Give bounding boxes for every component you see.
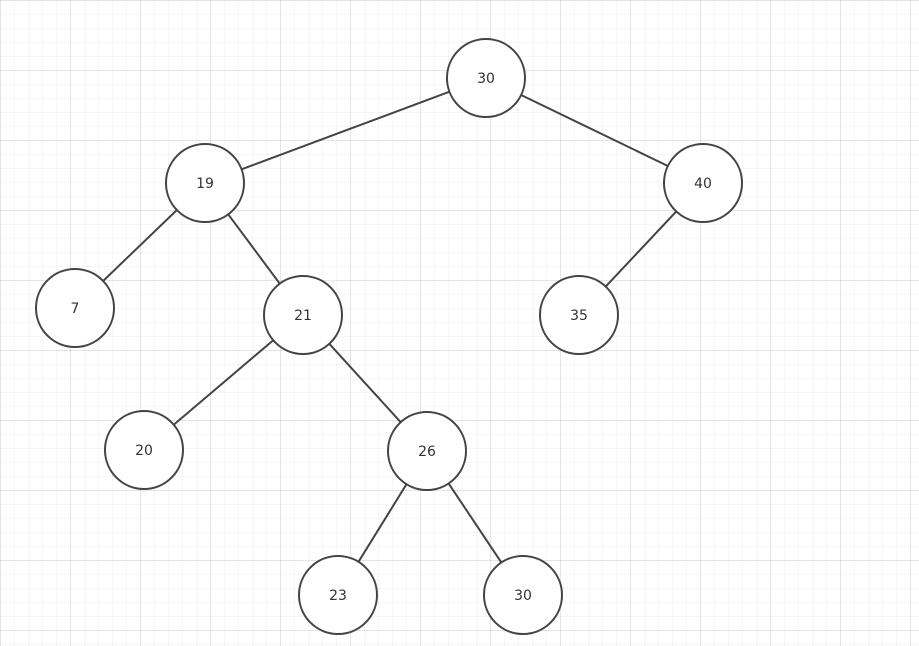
tree-node-label: 35 [570,308,588,324]
tree-node: 7 [35,268,115,348]
tree-node-label: 21 [294,308,312,324]
tree-nodes: 30 19 40 7 21 35 20 26 23 30 [35,38,743,635]
tree-node-label: 23 [329,588,347,604]
tree-edge [227,213,281,285]
tree-node: 20 [104,410,184,490]
tree-edge [357,483,408,563]
tree-node-label: 30 [514,588,532,604]
tree-node: 19 [165,143,245,223]
tree-edge [173,339,274,426]
tree-node-circle [298,555,378,635]
tree-node: 26 [387,411,467,491]
tree-node-label: 20 [135,443,153,459]
tree-edge [520,94,669,167]
tree-node: 30 [446,38,526,118]
tree-node-label: 7 [71,301,80,317]
tree-node-label: 30 [477,71,495,87]
tree-node: 40 [663,143,743,223]
tree-node: 21 [263,275,343,355]
tree-edge [447,482,503,564]
tree-node-circle [446,38,526,118]
tree-node-circle [35,268,115,348]
tree-edge [241,90,450,171]
tree-node-circle [263,275,343,355]
tree-edge [604,210,678,288]
tree-node-circle [104,410,184,490]
tree-node-circle [387,411,467,491]
tree-node-label: 26 [418,444,436,460]
tree-edges [102,90,678,564]
tree-edge [328,343,402,423]
tree-node-circle [165,143,245,223]
tree-node: 23 [298,555,378,635]
tree-edge [102,209,178,282]
tree-node-label: 19 [196,176,214,192]
tree-node-circle [483,555,563,635]
tree-node-label: 40 [694,176,712,192]
tree-node-circle [663,143,743,223]
tree-node: 35 [539,275,619,355]
tree-node-circle [539,275,619,355]
tree-node: 30 [483,555,563,635]
